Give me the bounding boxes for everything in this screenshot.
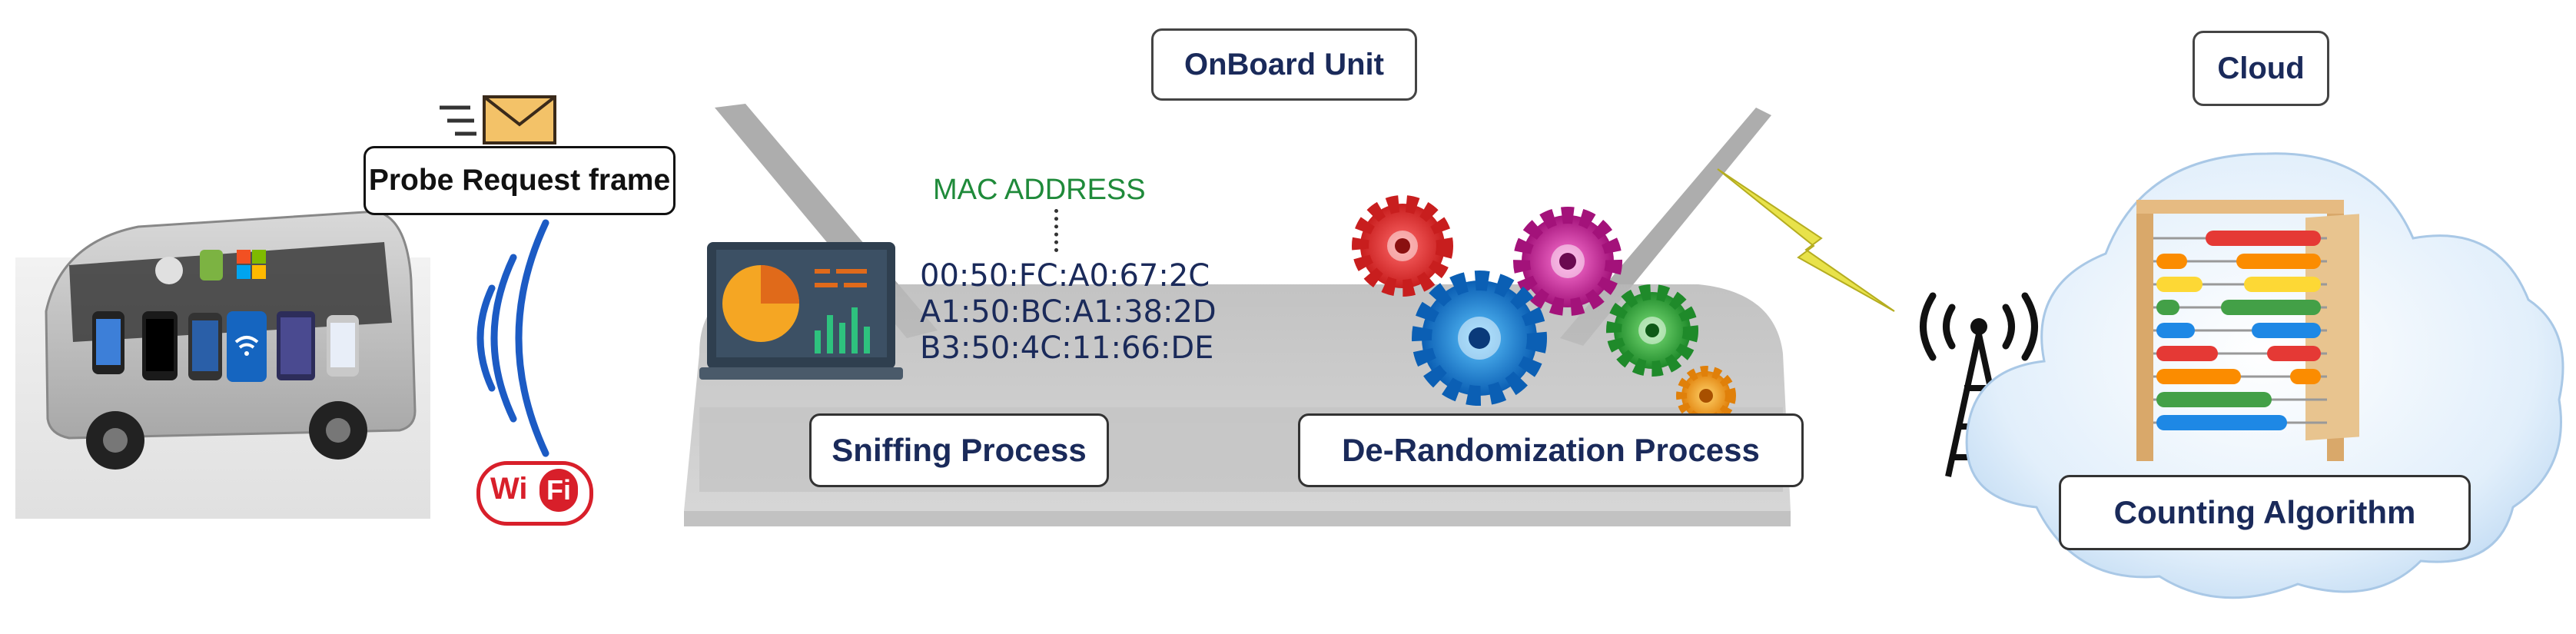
wifi-logo-right: Fi <box>539 469 578 512</box>
probe-request-label: Probe Request frame <box>363 146 676 215</box>
probe-request-text: Probe Request frame <box>368 164 671 197</box>
mac-dotted-connector <box>1054 209 1058 252</box>
derandomization-process-text: De-Randomization Process <box>1342 432 1760 468</box>
counting-algorithm-text: Counting Algorithm <box>2113 494 2416 530</box>
wifi-logo-left: Wi <box>490 472 528 506</box>
onboard-unit-title: OnBoard Unit <box>1151 28 1417 101</box>
mac-address-line-2: A1:50:BC:A1:38:2D <box>920 294 1217 330</box>
gears-icon <box>1352 195 1736 426</box>
bus-icon <box>15 210 430 519</box>
abacus-icon <box>2136 200 2359 461</box>
laptop-chart-icon <box>699 242 903 380</box>
lightning-bolt-icon <box>1717 168 1895 312</box>
mac-address-line-1: 00:50:FC:A0:67:2C <box>920 258 1210 294</box>
cloud-title-text: Cloud <box>2217 51 2305 85</box>
cloud-title: Cloud <box>2193 31 2329 106</box>
wifi-signal-icon <box>476 219 549 457</box>
counting-algorithm-label: Counting Algorithm <box>2059 475 2471 550</box>
derandomization-process-label: De-Randomization Process <box>1298 413 1804 487</box>
sniffing-process-text: Sniffing Process <box>832 432 1087 468</box>
mac-address-heading: MAC ADDRESS <box>933 174 1146 206</box>
envelope-icon <box>440 95 556 144</box>
mac-address-line-3: B3:50:4C:11:66:DE <box>920 330 1214 366</box>
sniffing-process-label: Sniffing Process <box>809 413 1109 487</box>
wifi-logo-right-text: Fi <box>546 474 571 506</box>
wifi-logo-icon: Wi Fi <box>476 461 593 526</box>
onboard-unit-title-text: OnBoard Unit <box>1184 47 1384 81</box>
